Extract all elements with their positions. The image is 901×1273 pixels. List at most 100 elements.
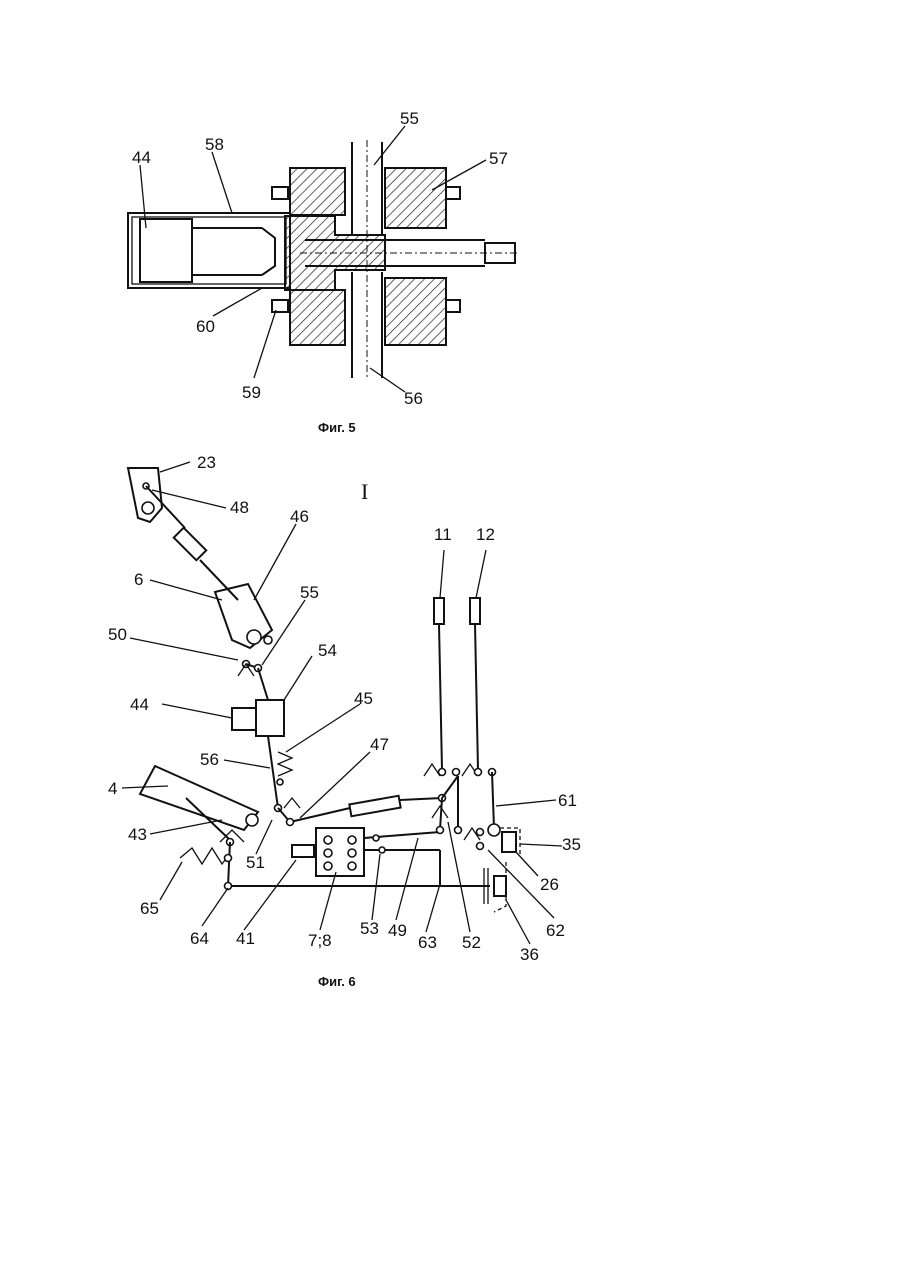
part-6 — [215, 584, 272, 648]
fig5-label-59: 59 — [242, 383, 261, 402]
fig6-label-56: 56 — [200, 750, 219, 769]
spring-46 — [174, 528, 207, 561]
pin-6 — [264, 636, 272, 644]
lower-disc-right — [385, 278, 446, 345]
fig6-label-53: 53 — [360, 919, 379, 938]
fig6-label-52: 52 — [462, 933, 481, 952]
fig6-label-12: 12 — [476, 525, 495, 544]
pivot-11 — [439, 769, 446, 776]
fig6-label-51: 51 — [246, 853, 265, 872]
switch-41 — [292, 845, 314, 857]
fig6-label-47: 47 — [370, 735, 389, 754]
pivot-6 — [247, 630, 261, 644]
fig6-label-61: 61 — [558, 791, 577, 810]
fig5-label-57: 57 — [489, 149, 508, 168]
fig5-label-60: 60 — [196, 317, 215, 336]
lever-12-handle — [470, 598, 480, 624]
block-54 — [256, 700, 284, 736]
housing-36 — [494, 862, 506, 912]
pin-62 — [477, 829, 484, 836]
fig6-label-48: 48 — [230, 498, 249, 517]
fig6-label-4: 4 — [108, 779, 117, 798]
spring-65 — [180, 848, 228, 864]
fig6-label-43: 43 — [128, 825, 147, 844]
fig6-label-50: 50 — [108, 625, 127, 644]
pin-65 — [225, 855, 232, 862]
pin-11 — [453, 769, 460, 776]
valve-port — [324, 849, 332, 857]
section-mark: I — [361, 479, 368, 504]
rod-47b — [400, 798, 442, 800]
fig6-label-35: 35 — [562, 835, 581, 854]
fig6-label-26: 26 — [540, 875, 559, 894]
pivot-4 — [246, 814, 258, 826]
pin-49 — [373, 835, 379, 841]
fig6-label-46: 46 — [290, 507, 309, 526]
valve-port — [348, 849, 356, 857]
fig6-leaders — [122, 462, 562, 944]
valve-port — [348, 836, 356, 844]
rod-47 — [290, 808, 350, 822]
fig6-label-36: 36 — [520, 945, 539, 964]
fig5-label-58: 58 — [205, 135, 224, 154]
lever-43 — [186, 798, 230, 840]
fig6-label-62: 62 — [546, 921, 565, 940]
rod-56 — [268, 736, 278, 808]
rod-61 — [492, 772, 494, 828]
spring-47 — [349, 796, 400, 817]
fig6-label-63: 63 — [418, 933, 437, 952]
lever-11 — [439, 624, 442, 770]
pivot-23 — [142, 502, 154, 514]
lower-disc-left — [290, 290, 345, 345]
pin-47 — [287, 819, 294, 826]
block-44 — [232, 708, 256, 730]
pedal-4 — [140, 766, 258, 830]
fig6-label-54: 54 — [318, 641, 337, 660]
spring-45 — [278, 752, 292, 776]
valve-port — [324, 862, 332, 870]
fig6-label-45: 45 — [354, 689, 373, 708]
fig6-caption: Фиг. 6 — [318, 974, 356, 989]
pin-62b — [477, 843, 484, 850]
pin-52c — [455, 827, 462, 834]
switch-36 — [494, 876, 506, 896]
fig6-label-64: 64 — [190, 929, 209, 948]
lever-52 — [440, 798, 442, 830]
pin-45 — [277, 779, 283, 785]
fig6-label-6: 6 — [134, 570, 143, 589]
pin-52b — [437, 827, 444, 834]
valve-block-7-8 — [316, 828, 364, 876]
fig6-label-65: 65 — [140, 899, 159, 918]
fig5-label-56: 56 — [404, 389, 423, 408]
switch-35 — [502, 832, 516, 852]
figure-5: 44 58 55 57 60 59 56 Фиг. 5 — [128, 109, 520, 435]
fig5-caption: Фиг. 5 — [318, 420, 356, 435]
figure-6: I — [108, 453, 581, 989]
pin-53 — [379, 847, 385, 853]
rod-46 — [200, 560, 238, 600]
lever-11-handle — [434, 598, 444, 624]
fig6-label-11: 11 — [434, 525, 452, 544]
upper-disc-left — [290, 168, 345, 215]
link-43 — [228, 842, 230, 886]
valve-port — [348, 862, 356, 870]
fig6-label-7-8: 7;8 — [308, 931, 332, 950]
pivot-12 — [475, 769, 482, 776]
fig6-label-23: 23 — [197, 453, 216, 472]
ground-51 — [284, 798, 300, 808]
valve-port — [324, 836, 332, 844]
fig5-label-44: 44 — [132, 148, 151, 167]
fig6-label-41: 41 — [236, 929, 255, 948]
upper-disc-right — [385, 168, 446, 228]
fig6-label-55: 55 — [300, 583, 319, 602]
lever-12 — [475, 624, 478, 770]
pin-61 — [488, 824, 500, 836]
ground-11 — [424, 764, 440, 776]
link-52 — [442, 776, 458, 798]
fig6-label-44: 44 — [130, 695, 149, 714]
fig5-label-55: 55 — [400, 109, 419, 128]
cylinder-44 — [128, 213, 290, 288]
fig6-label-49: 49 — [388, 921, 407, 940]
link-55 — [258, 668, 268, 700]
